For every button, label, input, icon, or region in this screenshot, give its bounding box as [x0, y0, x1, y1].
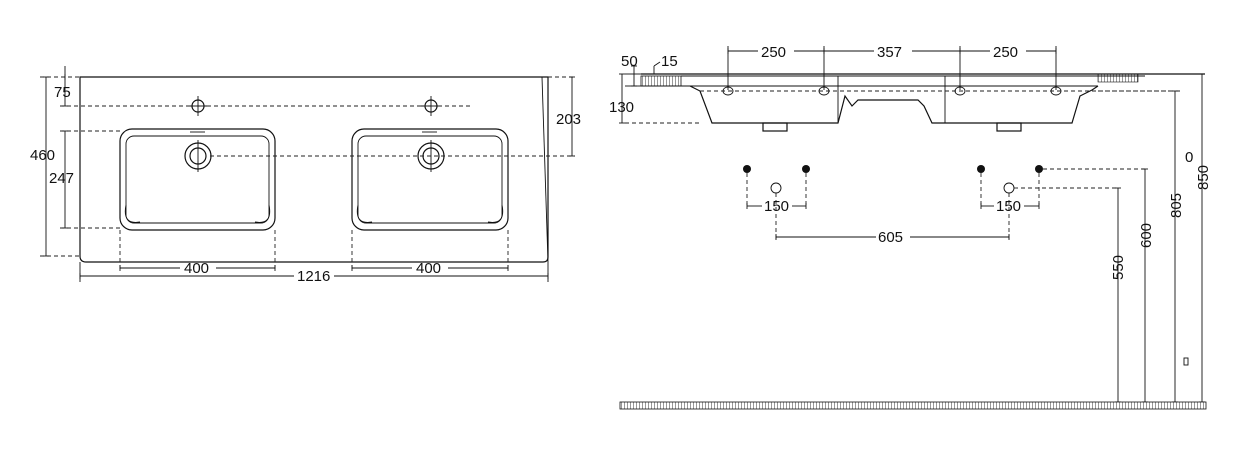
dim-50: 50 — [621, 53, 638, 70]
dim-605: 605 — [878, 229, 903, 246]
right-bowl — [351, 128, 509, 231]
basin-outline — [79, 76, 549, 263]
dim-75: 75 — [54, 84, 71, 101]
wall-hatch-top — [640, 75, 682, 87]
dim-850: 850 — [1195, 165, 1212, 190]
dim-250-right: 250 — [993, 44, 1018, 61]
drain-left — [184, 140, 212, 172]
dim-805: 805 — [1168, 193, 1185, 218]
supply-points-right — [977, 165, 1043, 240]
dim-150-right: 150 — [996, 198, 1021, 215]
dim-250-left: 250 — [761, 44, 786, 61]
basin-profile — [689, 85, 1099, 124]
side-view: 50 15 130 250 357 250 150 150 605 550 60… — [609, 44, 1212, 410]
dim-150-left: 150 — [764, 198, 789, 215]
dim-460: 460 — [30, 147, 55, 164]
dim-400-right: 400 — [416, 260, 441, 277]
supply-points-left — [743, 165, 810, 240]
tap-hole-left — [188, 96, 208, 116]
dim-600: 600 — [1138, 223, 1155, 248]
floor-hatch — [619, 401, 1207, 410]
top-view: 75 460 247 203 400 400 1216 — [30, 66, 581, 285]
dim-15: 15 — [661, 53, 678, 70]
dim-0: 0 — [1185, 149, 1193, 166]
dim-130: 130 — [609, 99, 634, 116]
left-bowl — [119, 128, 276, 231]
dim-400-left: 400 — [184, 260, 209, 277]
dim-203: 203 — [556, 111, 581, 128]
dim-247: 247 — [49, 170, 74, 187]
dim-550: 550 — [1110, 255, 1127, 280]
dim-357: 357 — [877, 44, 902, 61]
dim-1216: 1216 — [297, 268, 330, 285]
